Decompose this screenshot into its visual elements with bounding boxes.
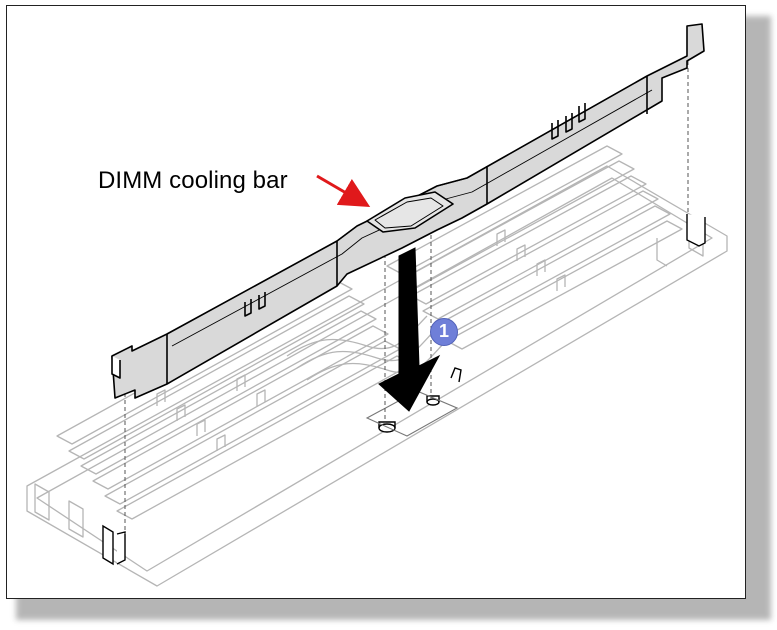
dimm-cooling-bar	[111, 23, 705, 399]
callout-label: DIMM cooling bar	[98, 167, 288, 194]
diagram-frame: DIMM cooling bar 1	[6, 5, 746, 599]
install-direction-arrow	[378, 247, 441, 412]
installation-diagram	[26, 23, 728, 587]
step-number-badge: 1	[430, 318, 458, 346]
callout-arrow	[316, 174, 371, 208]
